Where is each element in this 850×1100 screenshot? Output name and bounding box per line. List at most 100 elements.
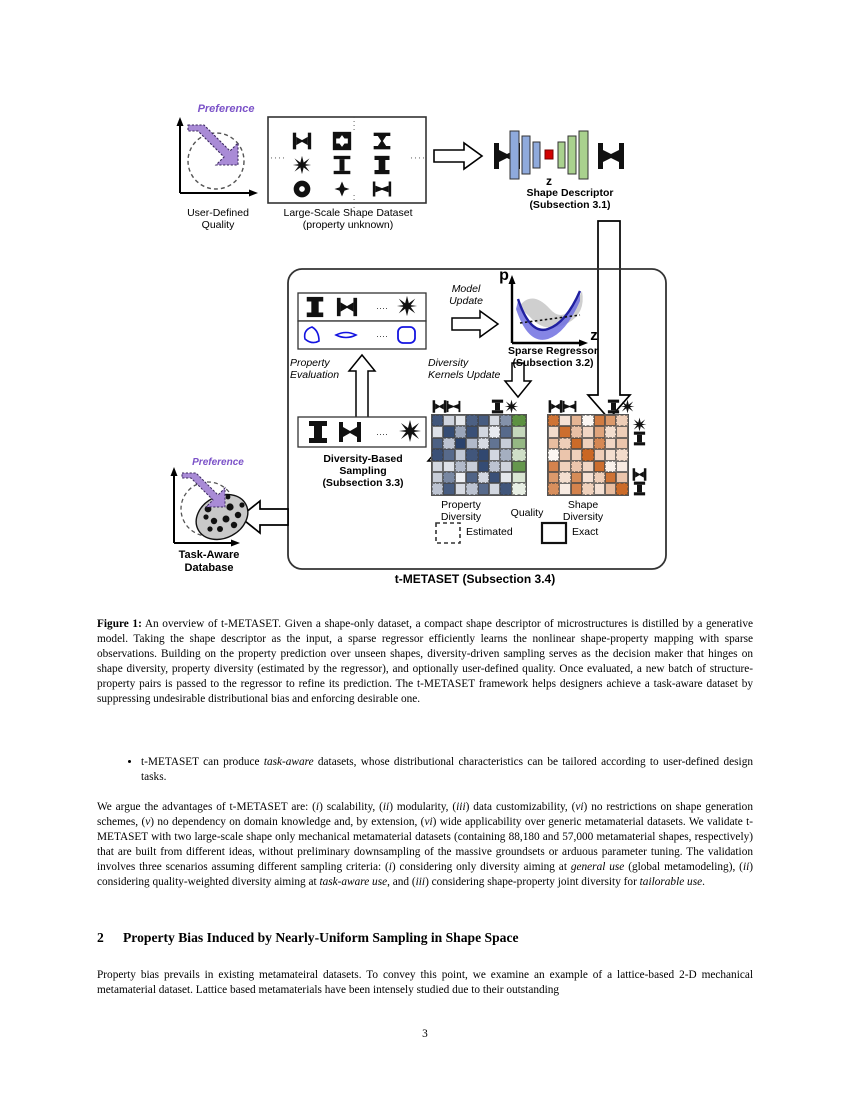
matrix-axis-glyph [632, 481, 647, 501]
evaluation-shape-glyph [336, 296, 358, 323]
sampling-shape-glyph [306, 420, 330, 449]
ellipsis-left: ···· [270, 153, 286, 163]
heatmap-shape-diversity [547, 414, 629, 496]
dataset-shape-glyph [332, 155, 352, 180]
heatmap-cell [443, 449, 455, 461]
matrix-axis-glyph [632, 431, 647, 451]
latent-variable-label: z [546, 174, 552, 188]
heatmap-cell [593, 426, 605, 438]
heatmap-cell [477, 460, 489, 472]
heatmap-cell [593, 449, 605, 461]
heatmap-cell [616, 437, 628, 450]
heatmap-cell [582, 483, 594, 495]
framework-box [287, 268, 667, 570]
heatmap-cell [570, 415, 583, 427]
heatmap-cell [500, 415, 512, 427]
heatmap-cell [443, 483, 455, 495]
bullet-list: t-METASET can produce task-aware dataset… [97, 755, 753, 785]
matrix-axis-glyph [548, 399, 563, 419]
heatmap-cell [512, 415, 526, 427]
property-evaluation-label: Property Evaluation [290, 357, 340, 382]
arrow-property-evaluation [347, 353, 377, 420]
heatmap-cell [605, 437, 617, 450]
heatmap-cell [605, 415, 617, 427]
heatmap-cell [593, 472, 605, 484]
heatmap-cell [432, 449, 444, 461]
heatmap-cell [454, 460, 467, 472]
heatmap-cell [616, 460, 628, 472]
heatmap-cell [477, 426, 489, 438]
heatmap-cell [548, 449, 560, 461]
dataset-shape-glyph [332, 131, 352, 156]
arrow-model-update [451, 309, 500, 339]
heatmap-cell [489, 472, 501, 484]
model-update-label: Model Update [449, 283, 483, 308]
heatmap-cell [559, 437, 571, 450]
sparse-regressor-plot [508, 275, 588, 347]
heatmap-cell [500, 449, 512, 461]
heatmap-cell [512, 472, 526, 484]
heatmap-cell [559, 415, 571, 427]
arrow-descriptor-to-kernels [586, 220, 632, 421]
shape-diversity-label: Shape Diversity [562, 499, 604, 524]
heatmap-cell [559, 472, 571, 484]
matrix-axis-glyph [432, 399, 447, 419]
list-item: t-METASET can produce task-aware dataset… [141, 755, 753, 785]
figure-caption: Figure 1: An overview of t-METASET. Give… [97, 617, 753, 707]
heatmap-cell [582, 426, 594, 438]
heatmap-cell [500, 437, 512, 450]
heatmap-cell [443, 460, 455, 472]
heatmap-cell [605, 426, 617, 438]
heatmap-cell [559, 460, 571, 472]
legend-estimated-label: Estimated [466, 526, 513, 538]
matrix-axis-glyph [562, 399, 577, 419]
heatmap-cell [466, 415, 478, 427]
heatmap-cell [593, 460, 605, 472]
matrix-axis-glyph [632, 417, 647, 437]
svg-text:····: ···· [376, 303, 388, 313]
evaluation-shape-glyph [396, 295, 418, 322]
heatmap-quality [511, 414, 527, 496]
heatmap-cell [605, 483, 617, 495]
heatmap-cell [512, 449, 526, 461]
heatmap-cell [466, 460, 478, 472]
heatmap-cell [500, 483, 512, 495]
heatmap-cell [500, 460, 512, 472]
heatmap-cell [582, 460, 594, 472]
framework-title: t-METASET (Subsection 3.4) [394, 572, 556, 586]
figure-1-diagram: ···· ···· [160, 103, 690, 605]
heatmap-cell [443, 415, 455, 427]
matrix-axis-glyph [620, 399, 635, 419]
dataset-shape-glyph [332, 179, 352, 204]
evaluation-shape-glyph [304, 296, 326, 323]
heatmap-cell [466, 426, 478, 438]
ellipsis-vertical-top: ···· [349, 116, 359, 132]
arrow-kernels-update [503, 362, 533, 399]
heatmap-cell [466, 483, 478, 495]
matrix-axis-glyph [446, 399, 461, 419]
heatmap-cell [432, 426, 444, 438]
legend-exact-label: Exact [572, 526, 599, 538]
heatmap-cell [477, 449, 489, 461]
quality-label: Quality [510, 507, 544, 519]
heatmap-cell [454, 437, 467, 450]
heatmap-cell [616, 483, 628, 495]
section-title: Property Bias Induced by Nearly-Uniform … [123, 930, 519, 945]
matrix-axis-glyph [606, 399, 621, 419]
heatmap-cell [489, 426, 501, 438]
heatmap-cell [443, 426, 455, 438]
dataset-shape-glyph [292, 131, 312, 156]
matrix-axis-glyph [490, 399, 505, 419]
caption-text: An overview of t-METASET. Given a shape-… [97, 618, 754, 706]
dataset-shape-glyph [292, 155, 312, 180]
heatmap-cell [593, 415, 605, 427]
user-defined-quality-plot [176, 117, 258, 197]
heatmap-cell [582, 415, 594, 427]
heatmap-cell [570, 426, 583, 438]
heatmap-cell [582, 449, 594, 461]
heatmap-cell [570, 472, 583, 484]
heatmap-cell [548, 415, 560, 427]
task-aware-database-plot [170, 467, 249, 547]
axis-p-label: p [499, 267, 509, 284]
